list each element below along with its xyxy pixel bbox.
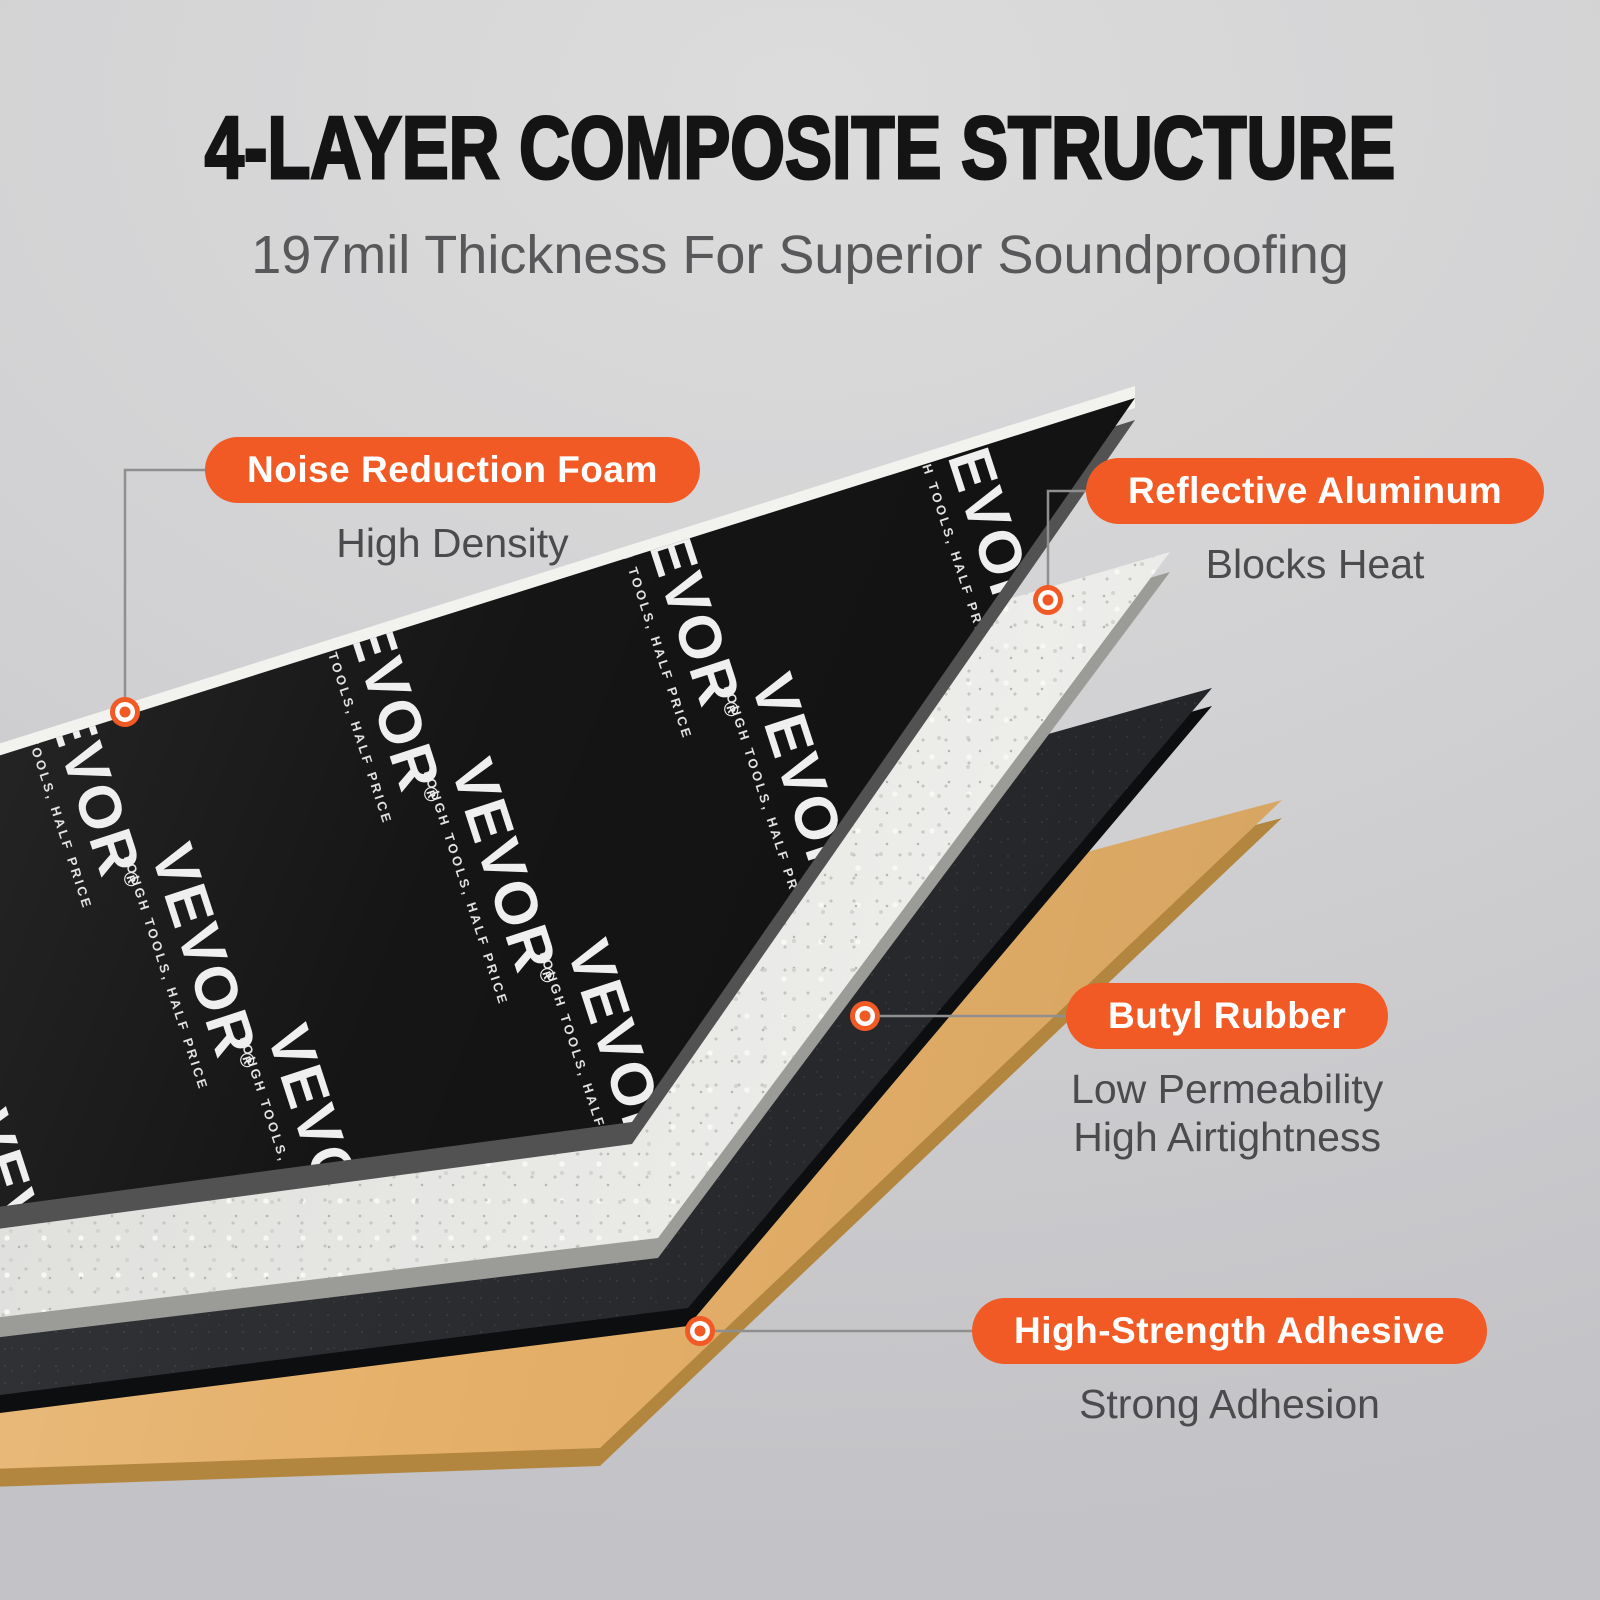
butyl-sublabel: Low Permeability High Airtightness: [1071, 1065, 1383, 1162]
foam-connector-line: [123, 468, 207, 712]
vevor-logo: VEVOR®TOUGH TOOLS, HALF PRICE: [0, 473, 38, 711]
butyl-sublabel-line2: High Airtightness: [1073, 1114, 1381, 1161]
foam-pill: Noise Reduction Foam: [205, 437, 700, 503]
adhesive-pill: High-Strength Adhesive: [972, 1298, 1488, 1364]
aluminum-sublabel: Blocks Heat: [1205, 541, 1425, 587]
butyl-sublabel-line1: Low Permeability: [1071, 1066, 1384, 1112]
adhesive-sublabel: Strong Adhesion: [1079, 1381, 1380, 1427]
callout-foam: Noise Reduction Foam High Density: [205, 437, 700, 567]
page-subtitle: 197mil Thickness For Superior Soundproof…: [251, 225, 1349, 285]
callout-adhesive: High-Strength Adhesive Strong Adhesion: [972, 1298, 1488, 1428]
callout-aluminum: Reflective Aluminum Blocks Heat: [1086, 458, 1545, 588]
aluminum-pill: Reflective Aluminum: [1086, 458, 1545, 524]
foam-sublabel: High Density: [336, 520, 569, 566]
header: 4-LAYER COMPOSITE STRUCTURE 197mil Thick…: [0, 98, 1600, 285]
page-title: 4-LAYER COMPOSITE STRUCTURE: [204, 98, 1397, 197]
callout-butyl: Butyl Rubber Low Permeability High Airti…: [1066, 983, 1389, 1162]
butyl-pill: Butyl Rubber: [1066, 983, 1389, 1049]
